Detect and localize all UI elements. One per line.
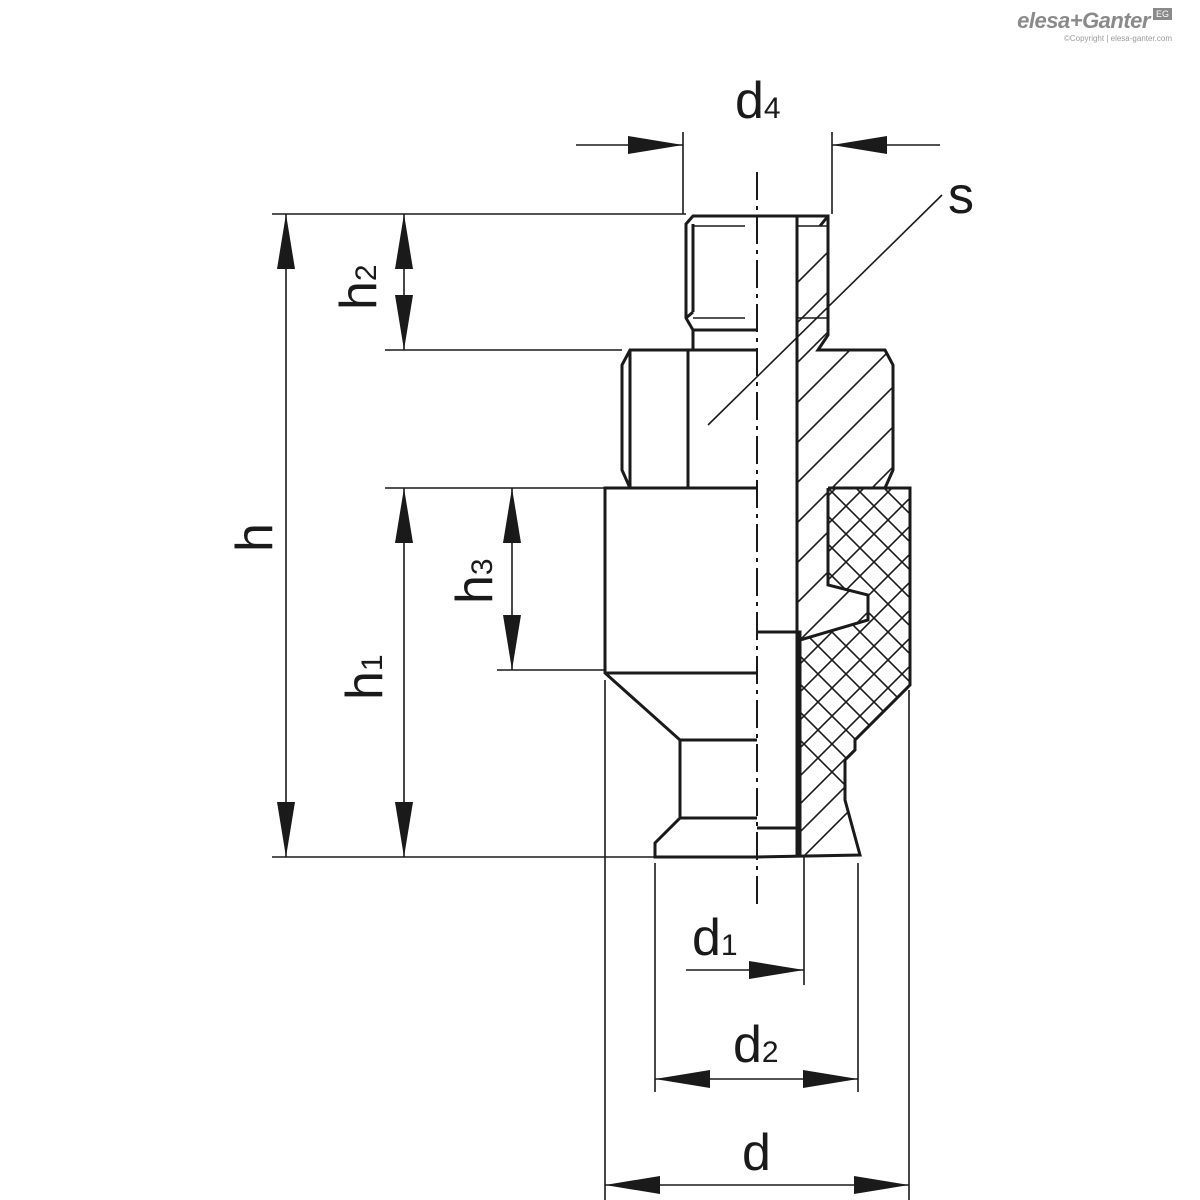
part-outline-view bbox=[603, 214, 757, 859]
dimension-h1 bbox=[385, 487, 605, 857]
label-d2: d2 bbox=[733, 1016, 779, 1074]
dimension-d2 bbox=[654, 863, 859, 1092]
part-outline-section bbox=[756, 214, 912, 859]
label-h3: h3 bbox=[446, 558, 504, 604]
s-leader bbox=[707, 194, 943, 426]
dimension-d4 bbox=[576, 132, 940, 214]
label-h: h bbox=[226, 523, 284, 552]
label-s: s bbox=[948, 167, 974, 225]
rubber-hatching bbox=[800, 488, 910, 855]
label-h1: h1 bbox=[336, 654, 394, 700]
brand-badge: EG bbox=[1152, 8, 1172, 20]
dimension-d bbox=[604, 680, 910, 1200]
dimension-d1 bbox=[686, 857, 805, 985]
label-d1: d1 bbox=[692, 909, 738, 967]
label-h2: h2 bbox=[330, 264, 388, 310]
dimension-h bbox=[272, 213, 686, 858]
dimension-h3 bbox=[497, 488, 605, 671]
brand-copyright: ©Copyright | elesa-ganter.com bbox=[1063, 34, 1172, 43]
dimension-h2 bbox=[385, 214, 622, 351]
label-d4: d4 bbox=[735, 72, 781, 130]
label-d: d bbox=[742, 1124, 771, 1182]
brand-name: elesa+Ganter bbox=[1017, 8, 1150, 33]
